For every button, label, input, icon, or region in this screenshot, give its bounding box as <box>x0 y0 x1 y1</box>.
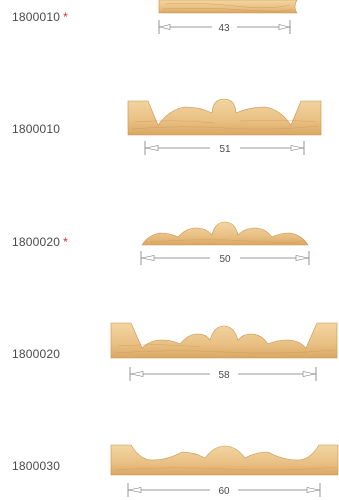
profile-3-code-row: 1800020* <box>12 235 68 249</box>
wood-profile <box>110 444 339 476</box>
wood-profile <box>141 221 309 246</box>
arrow-left-icon <box>130 371 144 377</box>
profile-code: 1800010 <box>12 10 61 24</box>
profile-1-code-row: 1800010* <box>12 10 68 24</box>
wood-profile <box>127 98 322 136</box>
wood-profile <box>110 322 338 359</box>
wood-grain <box>114 466 337 471</box>
wood-grain <box>162 3 293 12</box>
profile-code: 1800030 <box>12 459 61 473</box>
wood-grain <box>149 239 306 243</box>
dimension-value: 43 <box>218 23 230 34</box>
wood-grain <box>131 119 319 130</box>
star-marker: * <box>63 235 68 249</box>
profile-4-drawing: 58 <box>110 322 338 381</box>
arrow-right-icon <box>278 24 290 30</box>
wood-grain <box>114 344 336 354</box>
arrow-left-icon <box>145 145 159 151</box>
arrow-left-icon <box>141 255 155 261</box>
profile-1-drawing: 43 <box>158 0 298 34</box>
profile-5-drawing: 60 <box>110 444 339 497</box>
profile-2-drawing: 51 <box>127 98 322 155</box>
profile-4-code-row: 1800020 <box>12 347 63 361</box>
profile-3-drawing: 50 <box>140 221 310 265</box>
arrow-right-icon <box>290 145 304 151</box>
arrow-right-icon <box>295 255 309 261</box>
dimension-value: 50 <box>219 254 231 265</box>
dimension-value: 51 <box>219 144 231 155</box>
arrow-right-icon <box>306 487 320 493</box>
dimension-value: 60 <box>218 486 230 497</box>
dimension-value: 58 <box>218 370 230 381</box>
profile-2-code-row: 1800010 <box>12 122 63 136</box>
profile-code: 1800020 <box>12 347 61 361</box>
dimension-line <box>127 483 321 497</box>
star-marker: * <box>63 10 68 24</box>
arrow-left-icon <box>128 487 142 493</box>
arrow-right-icon <box>302 371 316 377</box>
arrow-left-icon <box>159 24 171 30</box>
profile-5-code-row: 1800030 <box>12 459 63 473</box>
profile-code: 1800010 <box>12 122 61 136</box>
profile-code: 1800020 <box>12 235 61 249</box>
